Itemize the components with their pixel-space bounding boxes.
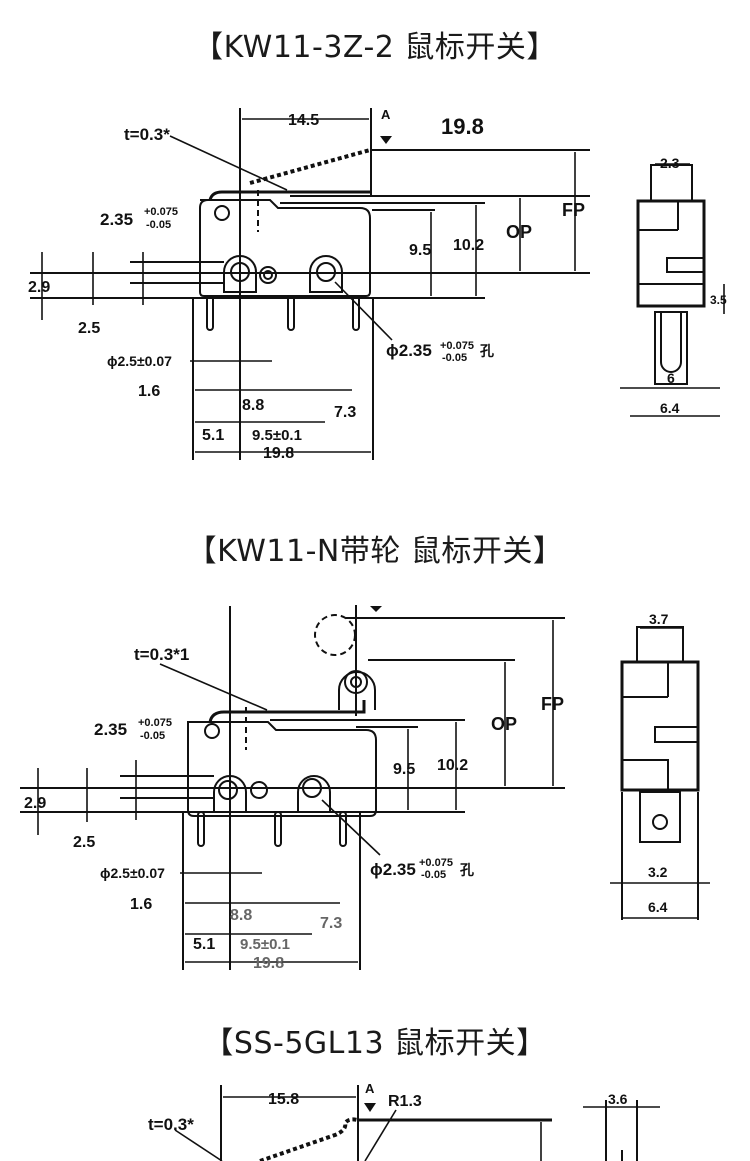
label-side-35: 3.5 xyxy=(710,293,727,307)
label-hole-tol-plus: +0.075 xyxy=(144,206,178,218)
label-d1: 1.6 xyxy=(130,896,152,913)
label-d3: 7.3 xyxy=(320,915,342,932)
label-arrow-a: A xyxy=(365,1081,375,1096)
label-mount-suffix: 孔 xyxy=(460,862,474,878)
label-d4: 5.1 xyxy=(193,936,215,953)
label-thickness: t=0.3*1 xyxy=(134,645,189,664)
label-pin-gap: 2.5 xyxy=(73,834,95,851)
label-mount-tol-minus: -0.05 xyxy=(442,352,467,364)
diagram-kw11-n-side: 3.7 3.2 6.4 xyxy=(610,611,710,920)
label-hole-tol-plus: +0.075 xyxy=(138,717,172,729)
label-side-width-top: 3.7 xyxy=(649,611,669,627)
label-side-64: 6.4 xyxy=(648,899,668,915)
label-height-2: 10.2 xyxy=(437,757,468,774)
label-d5: 9.5±0.1 xyxy=(240,936,290,953)
label-width: 19.8 xyxy=(253,955,284,972)
section-title-kw11-3z-2: 【KW11-3Z-2 鼠标开关】 xyxy=(193,30,557,65)
switch-body xyxy=(199,199,371,297)
label-lever-length: 14.5 xyxy=(288,112,319,129)
label-fp: FP xyxy=(541,694,564,714)
pivot-hole xyxy=(214,205,230,221)
label-side-width-top: 3.6 xyxy=(608,1091,628,1107)
label-height-1: 9.5 xyxy=(393,761,415,778)
label-thickness: t=0.3* xyxy=(124,125,170,144)
diagram-kw11-3z-2-side: 2.3 3.5 6 6.4 xyxy=(620,155,727,417)
label-op: OP xyxy=(506,222,532,242)
label-lever-length: 15.8 xyxy=(268,1091,299,1108)
label-side-width-top: 2.3 xyxy=(660,155,680,171)
diagram-kw11-n-front: t=0.3*1 2.35 +0.075 -0.05 9.5 10.2 OP FP… xyxy=(20,605,565,972)
label-side-64: 6.4 xyxy=(660,400,680,416)
label-d4: 5.1 xyxy=(202,427,224,444)
label-hole-tol-minus: -0.05 xyxy=(140,730,165,742)
section-title-ss-5gl13: 【SS-5GL13 鼠标开关】 xyxy=(203,1026,547,1061)
label-radius: R1.3 xyxy=(388,1093,422,1110)
label-fp: FP xyxy=(562,200,585,220)
arrow-a-icon xyxy=(380,136,392,144)
label-d5: 9.5±0.1 xyxy=(252,427,302,444)
label-hole-dia: 2.35 xyxy=(100,210,133,229)
label-d1: 1.6 xyxy=(138,383,160,400)
label-side-6: 6 xyxy=(667,370,675,386)
label-d2: 8.8 xyxy=(242,397,264,414)
switch-body xyxy=(187,721,377,817)
label-hole-dia: 2.35 xyxy=(94,720,127,739)
label-lever-ext: 19.8 xyxy=(441,114,484,139)
mount-hole-left xyxy=(223,255,257,293)
arrow-icon xyxy=(370,606,382,612)
label-width: 19.8 xyxy=(263,445,294,462)
label-pin-dia: ϕ2.5±0.07 xyxy=(107,353,172,369)
label-d2: 8.8 xyxy=(230,907,252,924)
pivot-hole xyxy=(204,723,220,739)
label-pin-offset: 2.9 xyxy=(28,279,50,296)
pin-1 xyxy=(206,295,214,331)
section-title-kw11-n: 【KW11-N带轮 鼠标开关】 xyxy=(186,534,564,569)
mount-hole-right xyxy=(309,255,343,293)
label-side-32: 3.2 xyxy=(648,864,668,880)
label-height-1: 9.5 xyxy=(409,242,431,259)
lever xyxy=(208,190,372,201)
label-d3: 7.3 xyxy=(334,404,356,421)
arrow-a-icon xyxy=(364,1103,376,1112)
pin-2 xyxy=(287,295,295,331)
label-pin-offset: 2.9 xyxy=(24,795,46,812)
pin-3 xyxy=(352,295,360,331)
label-pin-gap: 2.5 xyxy=(78,320,100,337)
label-mount-suffix: 孔 xyxy=(480,343,494,359)
lever xyxy=(208,700,366,723)
label-op: OP xyxy=(491,714,517,734)
label-height-2: 10.2 xyxy=(453,237,484,254)
label-arrow-a: A xyxy=(381,107,391,122)
label-mount-tol-plus: +0.075 xyxy=(440,340,474,352)
label-mount-tol-plus: +0.075 xyxy=(419,857,453,869)
label-pin-dia: ϕ2.5±0.07 xyxy=(100,865,165,881)
label-mount-hole: ϕ2.35 xyxy=(386,341,432,360)
label-mount-hole: ϕ2.35 xyxy=(370,860,416,879)
label-hole-tol-minus: -0.05 xyxy=(146,219,171,231)
label-thickness: t=0.3* xyxy=(148,1115,194,1134)
label-mount-tol-minus: -0.05 xyxy=(421,869,446,881)
diagram-kw11-3z-2-front: t=0.3* 14.5 A 19.8 2.35 +0.075 -0.05 9.5… xyxy=(28,107,590,462)
